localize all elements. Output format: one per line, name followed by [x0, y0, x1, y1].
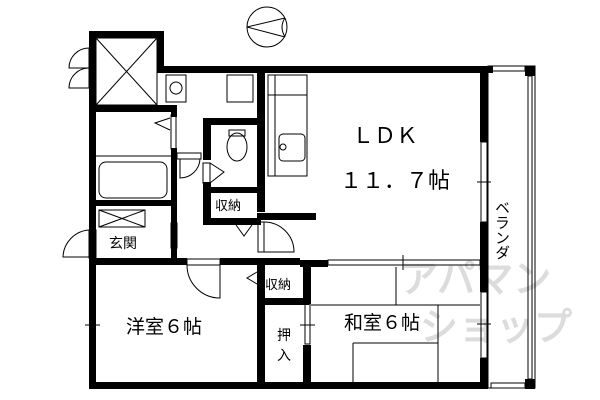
ldk-label: ＬＤＫ: [352, 124, 418, 149]
ldk-size: １１．７帖: [340, 169, 450, 194]
closet-label-1: 押: [277, 328, 291, 344]
balcony-posts: [525, 66, 535, 389]
storage-upper-label: 収納: [215, 199, 241, 214]
closet-label-2: 入: [277, 348, 291, 364]
balcony-label: ベランダ: [493, 200, 511, 260]
north-arrow-icon: [246, 6, 288, 48]
walls: [89, 31, 493, 389]
watermark: アパマン ショップ: [400, 257, 572, 349]
watermark-line1: アパマン: [400, 257, 551, 301]
watermark-line2: ショップ: [420, 305, 572, 349]
entrance-label: 玄関: [109, 235, 137, 252]
japanese-room-label: 和室６帖: [344, 312, 420, 334]
western-room-label: 洋室６帖: [126, 316, 202, 338]
fixtures: [62, 37, 536, 389]
storage-lower-label: 収納: [265, 278, 291, 293]
